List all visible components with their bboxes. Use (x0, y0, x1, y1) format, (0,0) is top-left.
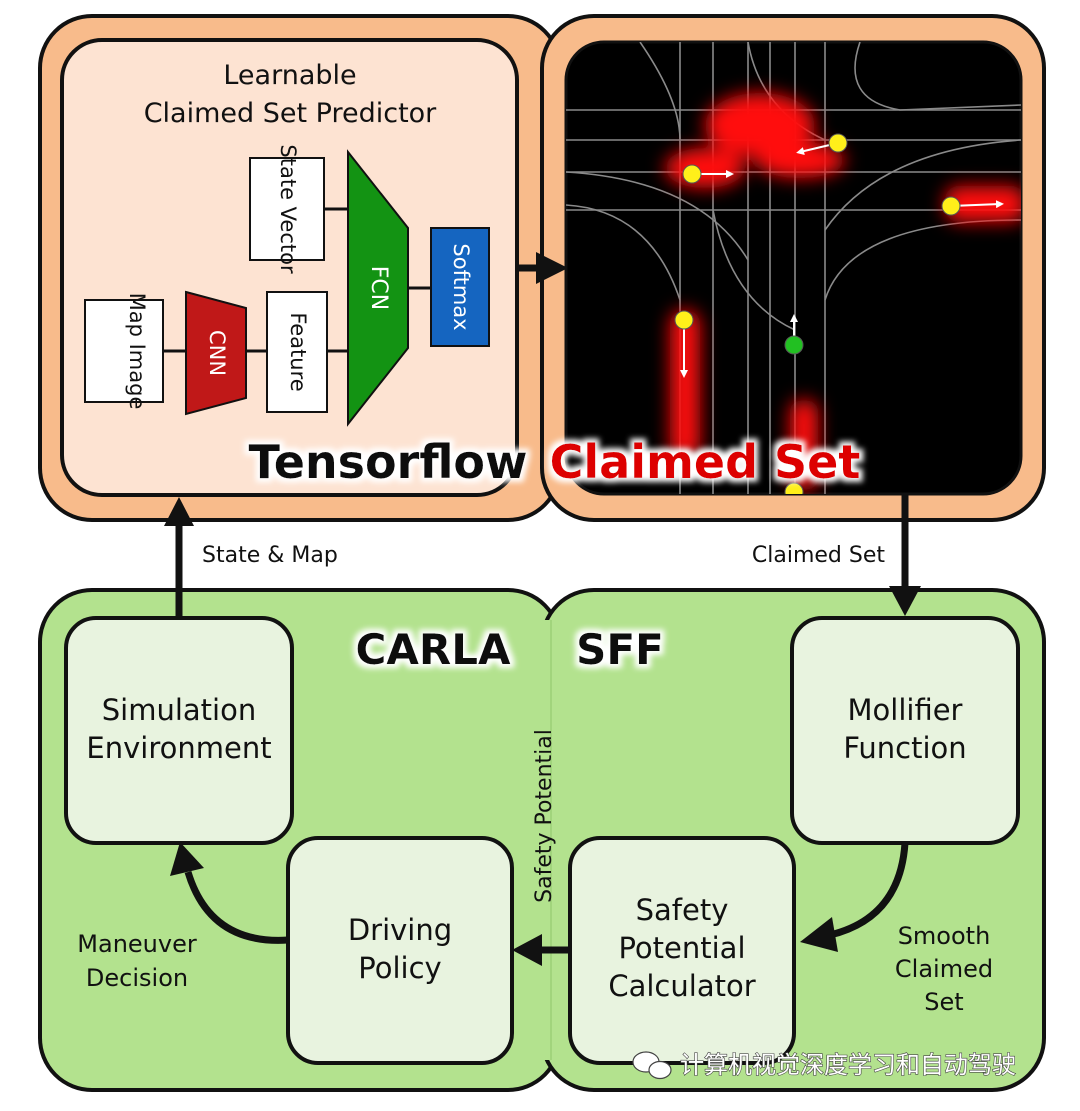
maneuver-decision-arrow (170, 842, 289, 944)
safety-potential-calculator-box: Safety Potential Calculator (568, 836, 796, 1065)
feature-box: Feature (266, 291, 328, 413)
simulation-line1: Simulation (102, 693, 256, 727)
smooth-line2: Claimed (895, 955, 993, 983)
claimed-set-visualization (564, 40, 1023, 496)
watermark-text: 计算机视觉深度学习和自动驾驶 (680, 1051, 1016, 1079)
wechat-icon (632, 1051, 672, 1080)
predictor-title-line2: Claimed Set Predictor (144, 98, 437, 129)
claimed-set-arrow-label: Claimed Set (752, 543, 885, 568)
softmax-label: Softmax (449, 243, 473, 330)
state-vector-box: State Vector (249, 144, 325, 274)
mollifier-line2: Function (843, 731, 966, 765)
state-map-arrow (164, 497, 194, 618)
claimed-set-label: Claimed Set (550, 435, 861, 489)
mollifier-line1: Mollifier (848, 693, 963, 727)
simulation-line2: Environment (86, 731, 271, 765)
state-map-label: State & Map (202, 543, 338, 568)
mollifier-function-box: Mollifier Function (790, 616, 1020, 845)
cnn-label: CNN (205, 330, 229, 376)
vehicle-yellow (941, 196, 961, 216)
maneuver-line2: Decision (86, 964, 188, 992)
vehicle-yellow (784, 482, 804, 494)
smooth-claimed-set-arrow (800, 842, 909, 952)
map-image-box: Map Image (84, 293, 164, 410)
safety-potential-label: Safety Potential (532, 729, 557, 903)
vehicle-yellow (674, 310, 694, 330)
softmax-box: Softmax (430, 227, 490, 347)
state-vector-label: State Vector (276, 144, 300, 274)
safety-line1: Safety (636, 893, 729, 927)
ego-vehicle-green (784, 335, 804, 355)
vehicle-yellow (828, 133, 848, 153)
sff-label: SFF (576, 625, 664, 674)
smooth-line1: Smooth (898, 922, 991, 950)
safety-potential-arrow (512, 934, 570, 966)
map-image-label: Map Image (125, 293, 149, 410)
safety-line2: Potential (618, 931, 745, 965)
smooth-line3: Set (924, 988, 963, 1016)
predictor-title-line1: Learnable (223, 60, 356, 91)
simulation-environment-box: Simulation Environment (64, 616, 294, 845)
tensorflow-label: Tensorflow (248, 435, 527, 489)
driving-line2: Policy (358, 951, 441, 985)
vehicle-yellow (682, 164, 702, 184)
feature-label: Feature (286, 312, 310, 391)
safety-line3: Calculator (608, 969, 755, 1003)
fcn-block: FCN (347, 149, 409, 427)
watermark: 计算机视觉深度学习和自动驾驶 (632, 1050, 1017, 1080)
claimed-set-arrow (889, 494, 921, 616)
carla-label: CARLA (356, 625, 511, 674)
driving-line1: Driving (348, 913, 452, 947)
cnn-block: CNN (185, 290, 247, 416)
predictor-to-claimed-arrow (517, 252, 568, 284)
fcn-label: FCN (366, 266, 391, 310)
maneuver-line1: Maneuver (77, 930, 197, 958)
driving-policy-box: Driving Policy (286, 836, 514, 1065)
